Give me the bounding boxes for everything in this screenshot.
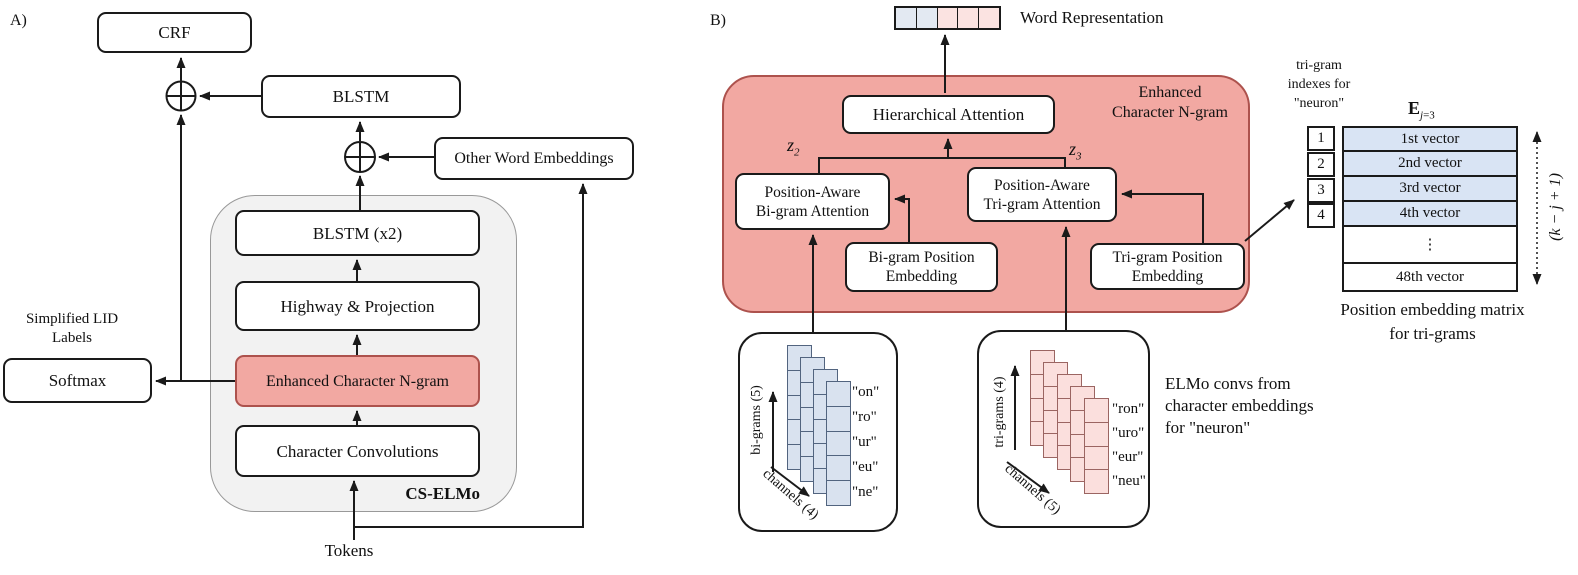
softmax-box: Softmax [3,358,152,403]
index-cell: 4 [1307,203,1335,228]
bigram-item: "ur" [852,434,877,450]
plus-node-1 [165,80,197,112]
matrix-row: 48th vector [1396,268,1464,285]
elmo-caption-line3: for "neuron" [1165,418,1251,437]
z3-label: z3 [1069,139,1082,163]
trigram-item: "uro" [1112,425,1145,441]
panel-b-label: B) [710,12,726,29]
index-caption-line3: "neuron" [1293,96,1345,111]
word-rep-cell [958,8,980,28]
index-cell: 3 [1307,178,1335,203]
hierarchical-attention-box: Hierarchical Attention [842,95,1055,134]
z2-label: z2 [787,135,800,159]
matrix-row-ellipsis: ⋮ [1344,227,1516,264]
bigram-item: "ro" [852,409,877,425]
matrix-row: 4th vector [1344,202,1516,227]
matrix-row: 3rd vector [1344,177,1516,202]
enhanced-label-line2: Character N-gram [1112,104,1228,121]
elmo-caption-line2: character embeddings [1165,396,1314,415]
matrix-row: 2nd vector [1344,152,1516,177]
word-rep-cell [937,8,959,28]
bigram-item: "eu" [852,459,879,475]
plus-node-2 [344,141,376,173]
word-representation-cells [894,6,1001,30]
blstm-box: BLSTM [261,75,461,118]
simplified-lid-line2: Labels [52,330,92,346]
word-rep-cell [979,8,999,28]
trigram-item: "eur" [1112,449,1144,465]
position-embedding-matrix: 1st vector 2nd vector 3rd vector 4th vec… [1342,126,1518,292]
matrix-caption-line2: for tri-grams [1389,324,1476,343]
trigram-feature-stack [1084,398,1109,494]
word-rep-cell [896,8,917,28]
index-caption-line1: tri-gram [1296,58,1342,73]
bigram-axis-vertical: bi-grams (5) [749,385,764,455]
character-convolutions-box: Character Convolutions [235,425,480,477]
bigram-feature-stack [826,381,851,506]
word-rep-cell [916,8,938,28]
highway-projection-box: Highway & Projection [235,281,480,331]
trigram-item: "neu" [1112,473,1146,489]
word-representation-label: Word Representation [1020,8,1164,27]
embedding-matrix-symbol: Ej=3 [1408,98,1435,122]
index-cell: 1 [1307,126,1335,151]
arrow-trigrampos-to-matrix [1244,199,1295,242]
bigram-item: "on" [852,384,880,400]
tokens-label: Tokens [324,541,374,560]
index-caption-line2: indexes for [1287,77,1351,92]
bigram-item: "ne" [852,484,879,500]
enhanced-char-ngram-box: Enhanced Character N-gram [235,355,480,407]
other-word-embeddings-box: Other Word Embeddings [434,137,634,180]
elmo-caption-line1: ELMo convs from [1165,374,1291,393]
blstm-x2-box: BLSTM (x2) [235,210,480,256]
trigram-item: "ron" [1112,401,1145,417]
matrix-caption-line1: Position embedding matrix [1340,300,1525,319]
enhanced-label-line1: Enhanced [1138,84,1202,101]
panel-a-label: A) [10,12,27,29]
matrix-row: 1st vector [1344,128,1516,152]
simplified-lid-line1: Simplified LID [25,311,119,327]
trigram-axis-vertical: tri-grams (4) [992,376,1007,448]
cs-elmo-label: CS-ELMo [405,484,480,503]
crf-box: CRF [97,12,252,53]
index-cell: 2 [1307,152,1335,177]
k-minus-j-label: (k − j + 1) [1547,173,1564,241]
